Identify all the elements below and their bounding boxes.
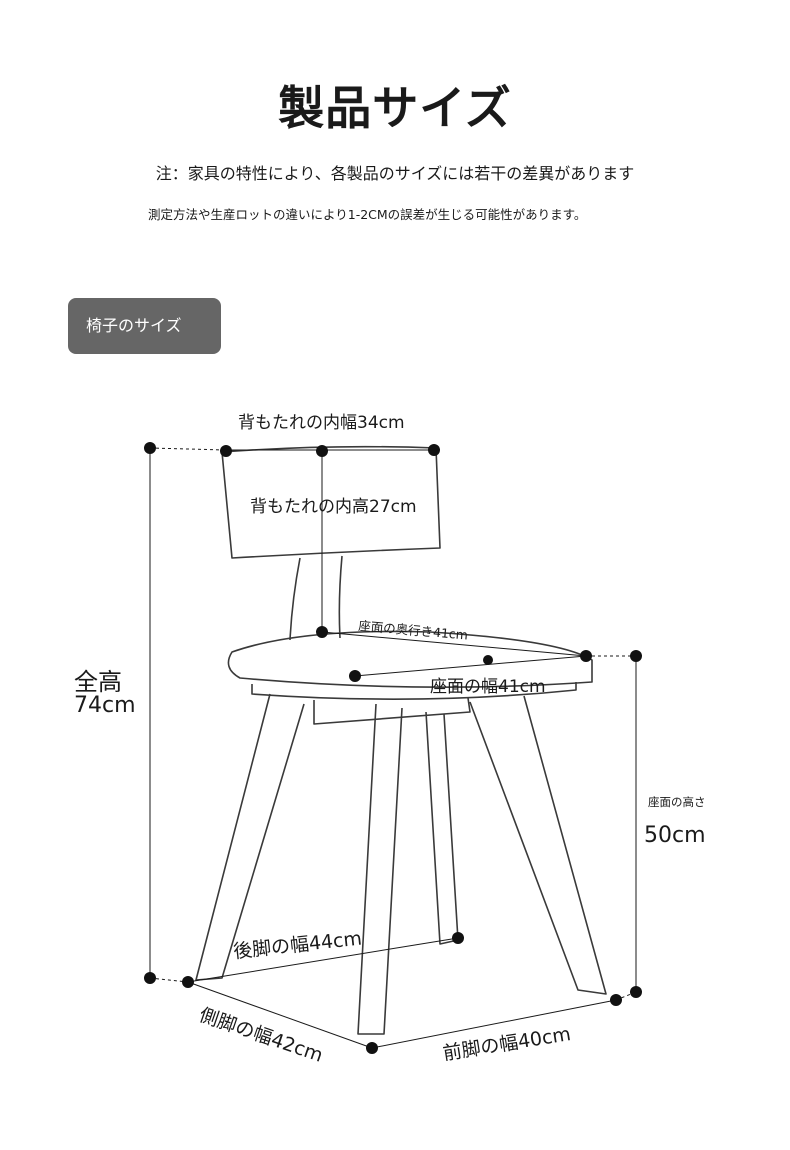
seat-width-label: 座面の幅41cm [430, 677, 546, 697]
backrest-inner-height-label: 背もたれの内高27cm [250, 497, 417, 517]
rear-leg-width-label: 後脚の幅44cm [232, 928, 363, 963]
leg-right [469, 695, 607, 995]
dot [630, 986, 642, 998]
dot [452, 932, 464, 944]
dot [428, 444, 440, 456]
total-height-bottom-guide [149, 977, 189, 983]
dot [144, 972, 156, 984]
dot [366, 1042, 378, 1054]
dot [182, 976, 194, 988]
page-title: 製品サイズ [278, 81, 512, 135]
dot [580, 650, 592, 662]
rear-leg-line [187, 937, 459, 983]
measurement-dots [144, 442, 642, 1054]
total-height-top-guide [149, 447, 227, 451]
seat-height-value: 50cm [644, 823, 706, 848]
dot [630, 650, 642, 662]
seat-width-line [354, 655, 587, 677]
seat-bracket [313, 697, 471, 725]
side-leg-width-label: 側脚の幅42cm [196, 1004, 325, 1067]
seat-depth-line [321, 631, 587, 657]
dot [483, 655, 493, 665]
leg-rear-inner [425, 711, 459, 945]
backrest [221, 445, 441, 559]
dot [610, 994, 622, 1006]
dot [220, 445, 232, 457]
dot [316, 626, 328, 638]
measurement-lines [149, 447, 637, 1049]
backrest-post [289, 555, 343, 641]
total-height-label: 全高 [74, 668, 122, 696]
seat-apron [251, 682, 577, 700]
front-leg-width-label: 前脚の幅40cm [441, 1023, 572, 1065]
seat-depth-label: 座面の奥行き41cm [358, 618, 469, 643]
seat-top [227, 630, 593, 688]
dot [316, 445, 328, 457]
total-height-value: 74cm [74, 693, 136, 718]
dot [349, 670, 361, 682]
measurement-error-note: 測定方法や生産ロットの違いにより1-2CMの誤差が生じる可能性があります。 [148, 207, 587, 222]
leg-front-center [357, 703, 403, 1035]
size-variance-note: 注：家具の特性により、各製品のサイズには若干の差異があります [155, 164, 635, 183]
side-leg-line [187, 981, 373, 1049]
dot [144, 442, 156, 454]
backrest-inner-width-label: 背もたれの内幅34cm [238, 413, 405, 433]
front-leg-line [371, 999, 617, 1049]
seat-height-label: 座面の高さ [648, 795, 706, 809]
chair-size-tab[interactable]: 椅子のサイズ [68, 298, 221, 354]
